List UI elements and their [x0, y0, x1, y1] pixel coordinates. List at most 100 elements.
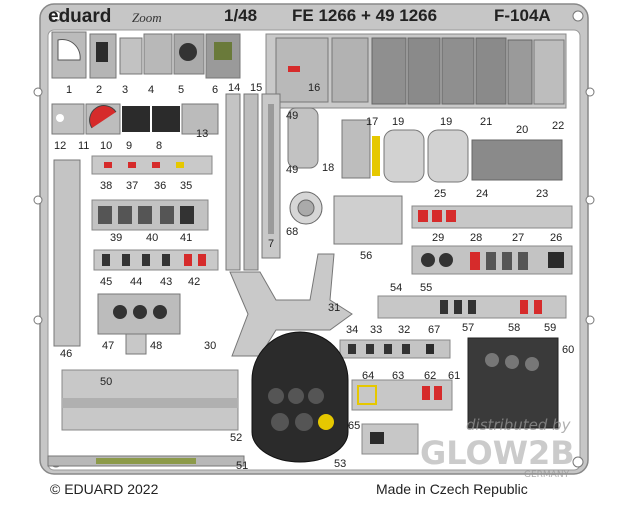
origin-text: Made in Czech Republic [376, 481, 528, 497]
part-number: 61 [448, 370, 461, 382]
part-number: 37 [126, 180, 139, 192]
product-code: FE 1266 + 49 1266 [292, 6, 438, 25]
part-number: 12 [54, 140, 67, 152]
part-number: 60 [562, 344, 575, 356]
parts-47-48 [97, 293, 181, 355]
parts-7-13 [51, 103, 219, 135]
part-number: 22 [552, 120, 565, 132]
part-number: 4 [148, 84, 155, 96]
parts-23-29 [411, 205, 573, 275]
part-number: 54 [390, 282, 403, 294]
part-number: 67 [428, 324, 441, 336]
brand-logo: eduard [48, 6, 112, 27]
part-number: 19 [392, 116, 405, 128]
fret-hole [572, 456, 584, 468]
fret-hole [585, 87, 595, 97]
part-number: 68 [286, 226, 299, 238]
part-number: 3 [122, 84, 129, 96]
parts-54-59 [377, 295, 567, 319]
part-number: 17 [366, 116, 379, 128]
fret-hole [585, 195, 595, 205]
part-number: 9 [126, 140, 133, 152]
part-number: 38 [100, 180, 113, 192]
parts-52-53 [251, 331, 349, 463]
part-number: 33 [370, 324, 383, 336]
part-number: 27 [512, 232, 525, 244]
parts-42-45 [93, 249, 219, 271]
part-number: 49 [286, 164, 299, 176]
part-number: 24 [476, 188, 489, 200]
part-number: 15 [250, 82, 263, 94]
part-number: 41 [180, 232, 193, 244]
part-number: 52 [230, 432, 243, 444]
part-46-strip [53, 159, 81, 347]
zoom-logo: Zoom [132, 10, 162, 25]
part-number: 50 [100, 376, 113, 388]
watermark-line1: distributed by [466, 416, 571, 434]
fret-hole [33, 195, 43, 205]
part-number: 21 [480, 116, 493, 128]
part-number: 25 [434, 188, 447, 200]
parts-19-20 [383, 129, 563, 183]
part-number: 43 [160, 276, 173, 288]
parts-50-51 [47, 369, 245, 467]
fret-hole [33, 87, 43, 97]
fret-hole [572, 10, 584, 22]
part-number: 19 [440, 116, 453, 128]
part-number: 7 [268, 238, 275, 250]
part-number: 59 [544, 322, 557, 334]
part-number: 63 [392, 370, 405, 382]
part-number: 44 [130, 276, 143, 288]
parts-17-18 [341, 119, 380, 179]
part-number: 32 [398, 324, 411, 336]
part-number: 18 [322, 162, 335, 174]
part-number: 36 [154, 180, 167, 192]
part-number: 6 [212, 84, 219, 96]
part-number: 49 [286, 110, 299, 122]
part-number: 56 [360, 250, 373, 262]
part-number: 47 [102, 340, 115, 352]
part-number: 29 [432, 232, 445, 244]
part-number: 14 [228, 82, 241, 94]
part-number: 46 [60, 348, 73, 360]
part-number: 53 [334, 458, 347, 470]
part-number: 40 [146, 232, 159, 244]
part-number: 34 [346, 324, 359, 336]
part-number: 64 [362, 370, 375, 382]
part-number: 31 [328, 302, 341, 314]
fret-hole [50, 10, 62, 22]
part-number: 48 [150, 340, 163, 352]
aircraft-name: F-104A [494, 6, 551, 25]
part-number: 35 [180, 180, 193, 192]
copyright-text: © EDUARD 2022 [50, 481, 159, 497]
part-56 [333, 195, 403, 245]
part-number: 45 [100, 276, 113, 288]
part-number: 10 [100, 140, 113, 152]
part-number: 16 [308, 82, 321, 94]
part-number: 11 [78, 140, 90, 152]
parts-16-22 [265, 33, 567, 109]
parts-35-41 [91, 155, 213, 231]
part-number: 42 [188, 276, 201, 288]
part-number: 28 [470, 232, 483, 244]
parts-1-6 [51, 31, 241, 79]
part-number: 62 [424, 370, 437, 382]
part-number: 13 [196, 128, 209, 140]
part-number: 39 [110, 232, 123, 244]
part-number: 5 [178, 84, 185, 96]
part-number: 2 [96, 84, 103, 96]
part-number: 20 [516, 124, 529, 136]
part-number: 55 [420, 282, 433, 294]
part-number: 57 [462, 322, 475, 334]
fret-hole [33, 315, 43, 325]
part-number: 1 [66, 84, 73, 96]
scale-label: 1/48 [224, 6, 258, 25]
part-number: 8 [156, 140, 163, 152]
parts-14-15-strips [225, 93, 281, 271]
parts-49-68-30-31 [229, 107, 353, 357]
part-number: 65 [348, 420, 361, 432]
watermark-line3: GERMANY [524, 470, 570, 480]
part-number: 30 [204, 340, 217, 352]
